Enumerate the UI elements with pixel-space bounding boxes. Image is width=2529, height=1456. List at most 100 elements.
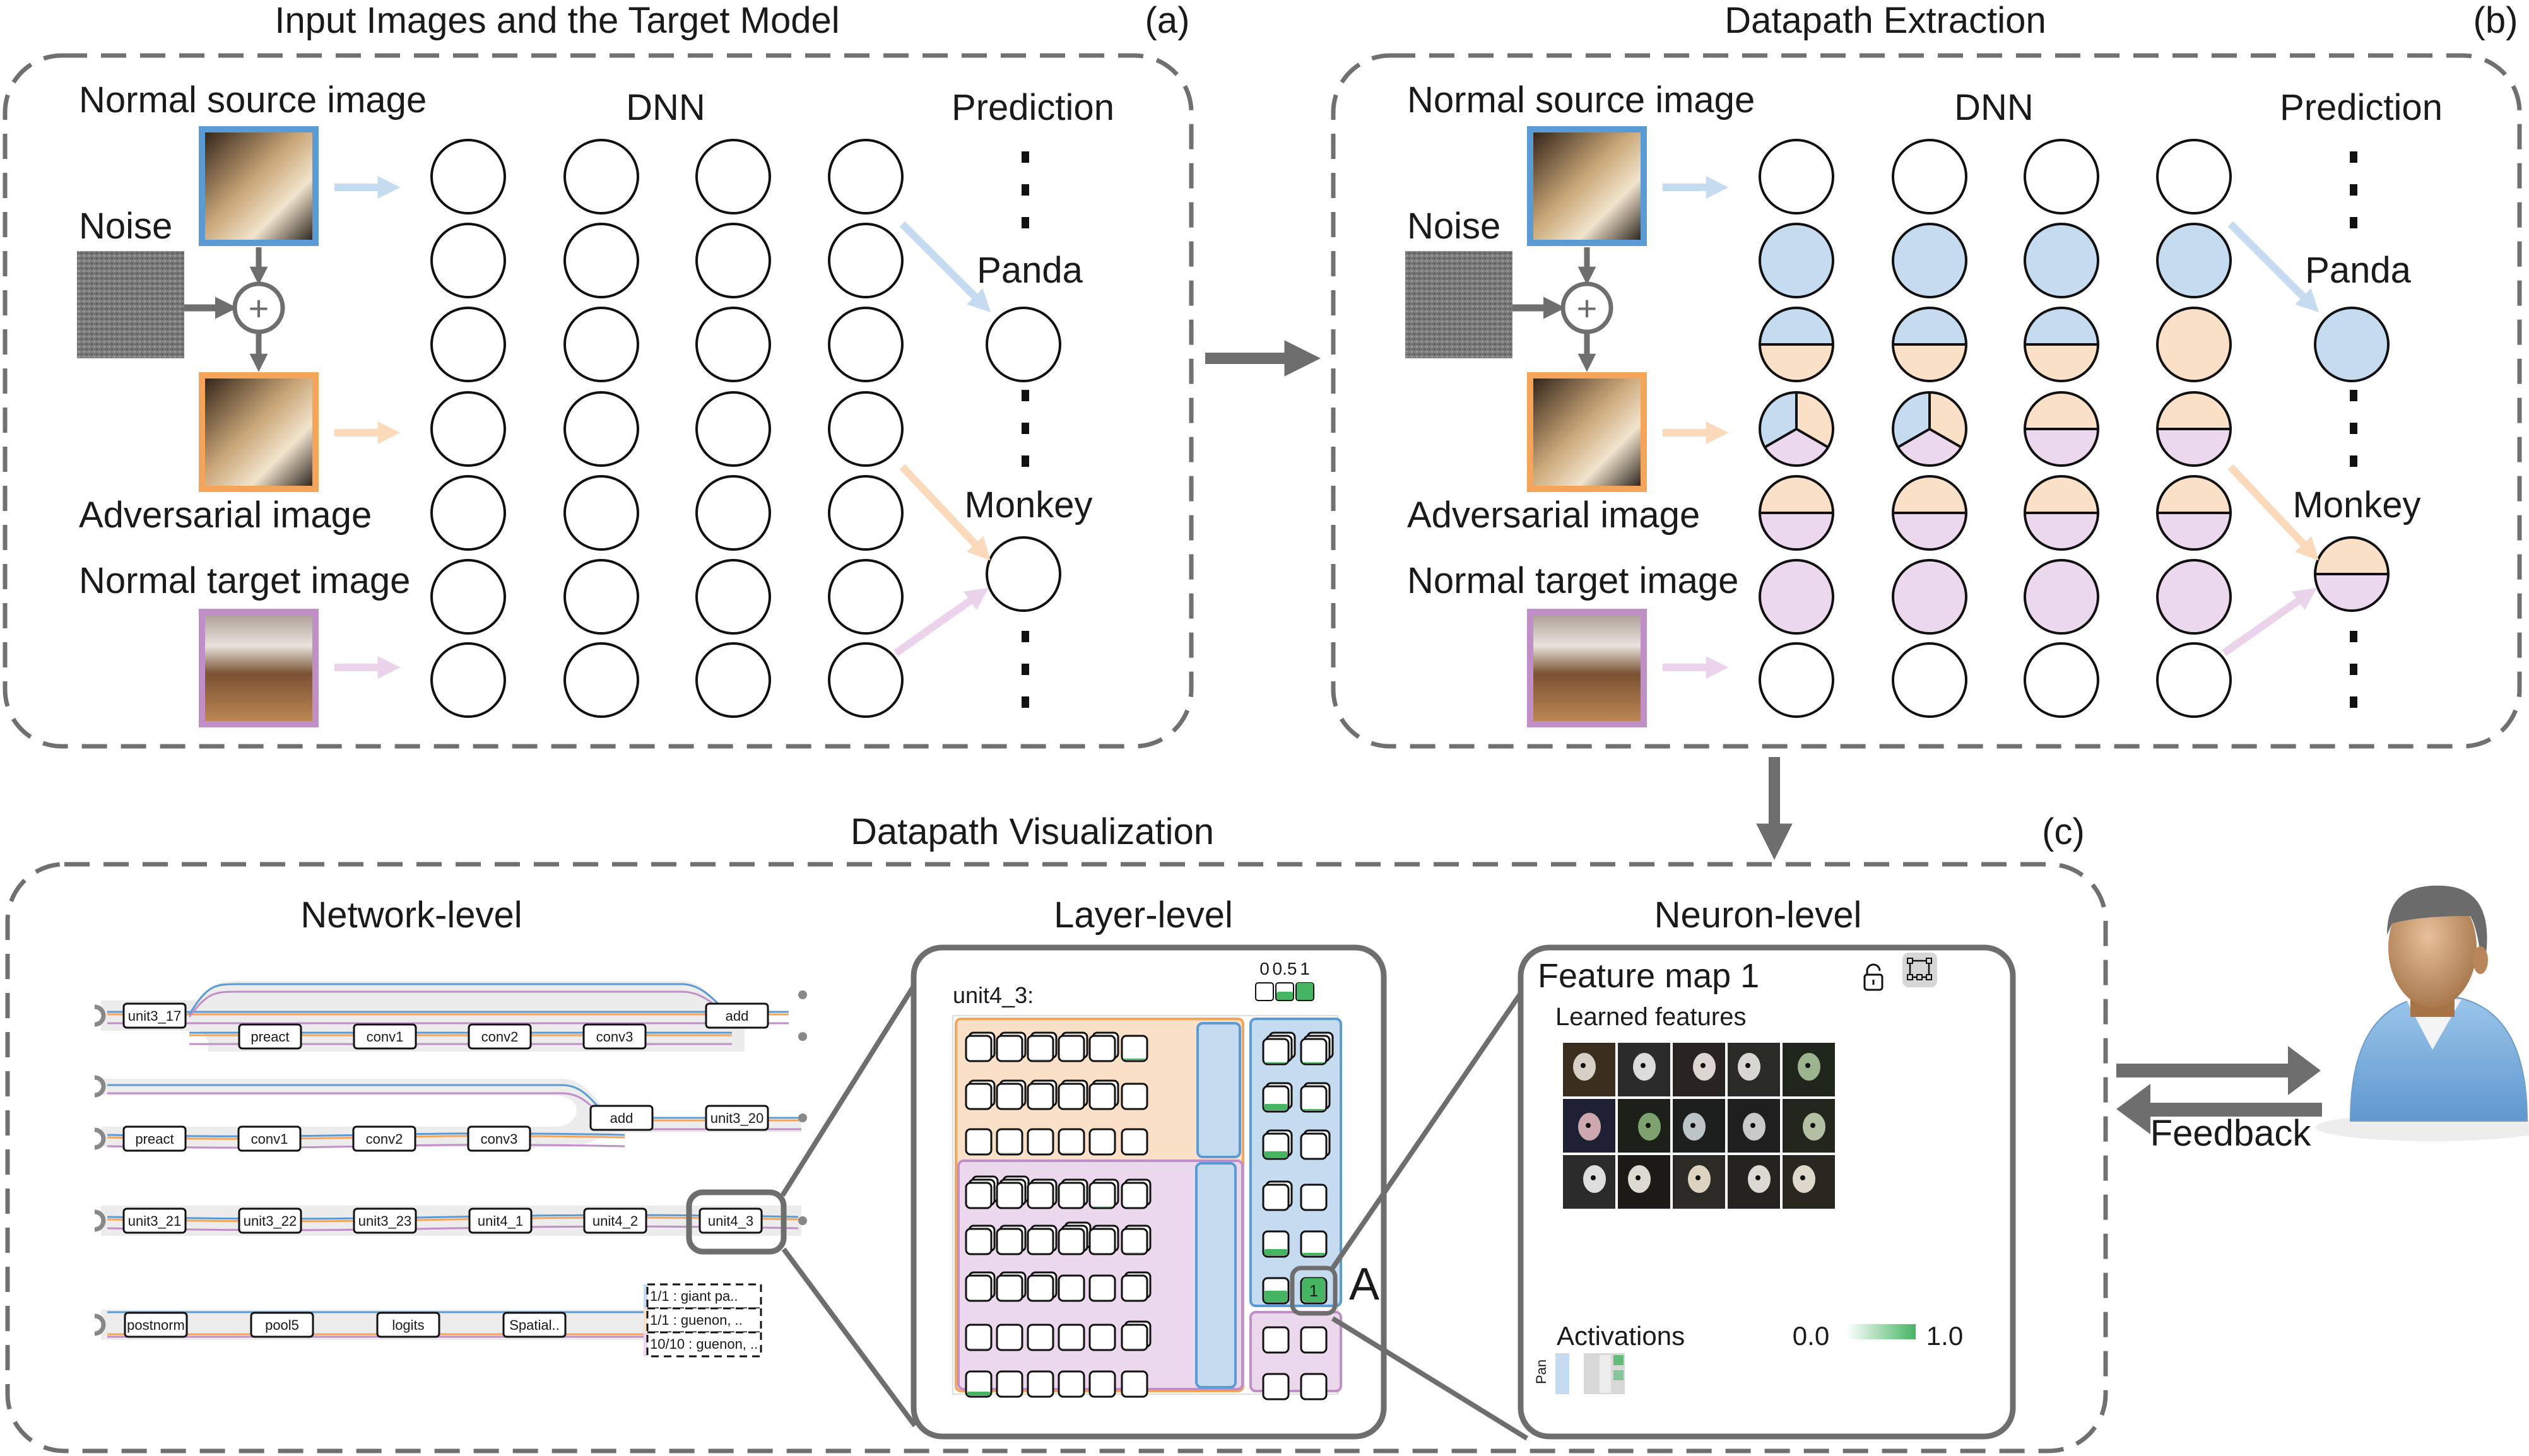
input-socket-icon[interactable] [94,1313,106,1336]
neuron-cell[interactable] [1027,1271,1058,1302]
neuron-cell[interactable] [996,1370,1023,1398]
neuron-cell[interactable] [1058,1128,1085,1156]
input-socket-icon[interactable] [94,1127,106,1150]
cell-box[interactable] [965,1370,993,1398]
cell-box[interactable] [1300,1038,1328,1066]
cell-box[interactable] [1121,1324,1148,1351]
bounding-box-select-button[interactable] [1902,953,1937,987]
cell-box[interactable] [965,1228,993,1255]
feature-thumbnail[interactable] [1673,1043,1725,1096]
output-port[interactable] [798,990,807,999]
feature-thumbnail[interactable] [1728,1155,1780,1209]
node-box[interactable] [352,1125,416,1152]
node-box[interactable] [467,1125,531,1152]
cell-box[interactable] [1300,1373,1328,1400]
unlock-icon[interactable] [1863,963,1883,991]
cell-box[interactable] [996,1370,1023,1398]
neuron-cell[interactable] [996,1031,1027,1062]
node-box[interactable] [238,1207,302,1234]
network-node-row4[interactable]: Spatial.. [502,1312,567,1338]
neuron-cell[interactable] [1121,1224,1152,1255]
neuron-cell[interactable] [996,1079,1027,1110]
neuron-cell[interactable] [1088,1224,1119,1255]
cell-box[interactable] [1058,1274,1085,1302]
feature-thumbnail[interactable] [1563,1155,1615,1209]
node-box[interactable] [376,1312,440,1338]
selected-neuron-cell[interactable]: 1 [1290,1265,1338,1316]
cell-box[interactable] [1121,1228,1148,1255]
neuron-cell[interactable] [1262,1180,1293,1211]
cell-box[interactable] [996,1035,1023,1062]
network-node-branch[interactable]: conv2 [468,1023,532,1050]
cell-box[interactable] [965,1128,993,1156]
neuron-cell[interactable] [1262,1373,1290,1400]
cluster-source-2[interactable] [1195,1162,1237,1388]
neuron-cell[interactable] [1121,1271,1152,1302]
cell-box[interactable] [965,1274,993,1302]
cell-box[interactable] [996,1128,1023,1156]
network-node-row3[interactable]: unit3_22 [238,1207,302,1234]
cell-box[interactable] [1262,1326,1290,1354]
neuron-cell[interactable] [996,1224,1027,1255]
network-node-row3[interactable]: unit3_21 [122,1207,187,1234]
cell-box[interactable] [1027,1274,1054,1302]
neuron-cell[interactable] [1088,1128,1116,1156]
cell-box[interactable] [1262,1373,1290,1400]
cell-box[interactable] [1027,1370,1054,1398]
network-node-row3[interactable]: unit4_2 [583,1207,647,1234]
cell-box[interactable] [1088,1128,1116,1156]
feature-thumbnail[interactable] [1673,1155,1725,1209]
cell-box[interactable] [1058,1182,1085,1209]
neuron-cell[interactable] [1121,1178,1152,1209]
neuron-cell[interactable] [1058,1324,1085,1351]
feature-thumbnail[interactable] [1618,1043,1670,1096]
node-box[interactable] [705,1105,769,1131]
cell-box[interactable] [1027,1182,1054,1209]
node-box[interactable] [122,1125,187,1152]
node-box[interactable] [583,1207,647,1234]
network-node-row4[interactable]: pool5 [250,1312,314,1338]
cell-box[interactable] [1300,1326,1328,1354]
node-box[interactable] [468,1023,532,1050]
neuron-cell[interactable] [1058,1370,1085,1398]
network-node-row4[interactable]: postnorm [124,1312,188,1338]
cell-box[interactable] [1300,1085,1328,1113]
node-box[interactable] [122,1207,187,1234]
neuron-cell[interactable] [1300,1373,1328,1400]
feature-thumbnail[interactable] [1618,1155,1670,1209]
cell-box[interactable] [1088,1228,1116,1255]
feature-thumbnail[interactable] [1673,1099,1725,1153]
cell-box[interactable] [1121,1182,1148,1209]
neuron-cell[interactable] [965,1370,993,1398]
feature-thumbnail[interactable] [1728,1043,1780,1096]
node-box[interactable] [237,1125,302,1152]
neuron-cell[interactable] [965,1324,993,1351]
cell-box[interactable] [1058,1035,1085,1062]
feature-thumbnail[interactable] [1563,1043,1615,1096]
input-socket-icon[interactable] [94,1209,106,1232]
activation-map-thumbnail[interactable] [1584,1353,1625,1394]
legend-item[interactable]: 1/1 : guenon, .. [644,1307,762,1334]
node-box[interactable] [124,1312,188,1338]
neuron-cell[interactable] [1027,1079,1058,1110]
neuron-cell[interactable] [1262,1082,1293,1113]
cell-box[interactable] [1088,1324,1116,1351]
network-node-main[interactable]: preact [122,1125,187,1152]
cell-box[interactable] [996,1228,1023,1255]
cluster-source-1[interactable] [1196,1022,1241,1158]
cell-box[interactable] [1027,1035,1054,1062]
cell-box[interactable] [965,1182,993,1209]
input-socket-icon[interactable] [94,1075,106,1098]
neuron-cell[interactable] [1121,1035,1148,1062]
cell-box[interactable] [965,1035,993,1062]
neuron-cell[interactable] [1027,1224,1058,1255]
feature-thumbnail[interactable] [1563,1099,1615,1153]
feedback-arrow[interactable] [2116,1084,2322,1134]
output-port[interactable] [798,1216,807,1225]
neuron-cell[interactable] [996,1128,1023,1156]
class-tag-panda[interactable]: Pan [1533,1353,1569,1394]
network-node-main[interactable]: conv2 [352,1125,416,1152]
neuron-cell[interactable] [1262,1277,1290,1305]
neuron-cell[interactable] [1027,1031,1058,1062]
neuron-cell[interactable] [1088,1079,1119,1110]
